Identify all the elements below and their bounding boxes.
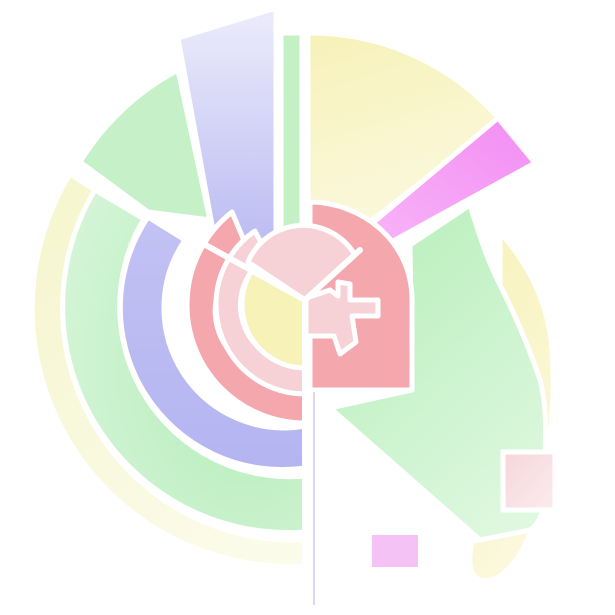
pink-top-cap [245, 222, 358, 303]
blue-arc-band [117, 214, 308, 473]
left-green-band [60, 187, 308, 536]
pink-square [500, 449, 558, 513]
thin-green-strip [278, 30, 305, 243]
magenta-rectangle [368, 531, 422, 571]
upper-left-green-wedge [77, 67, 213, 223]
notched-pink-piece [303, 279, 381, 357]
divider-left [67, 167, 308, 303]
divider-upper [302, 247, 363, 303]
outer-yellow-left-band [29, 171, 308, 569]
